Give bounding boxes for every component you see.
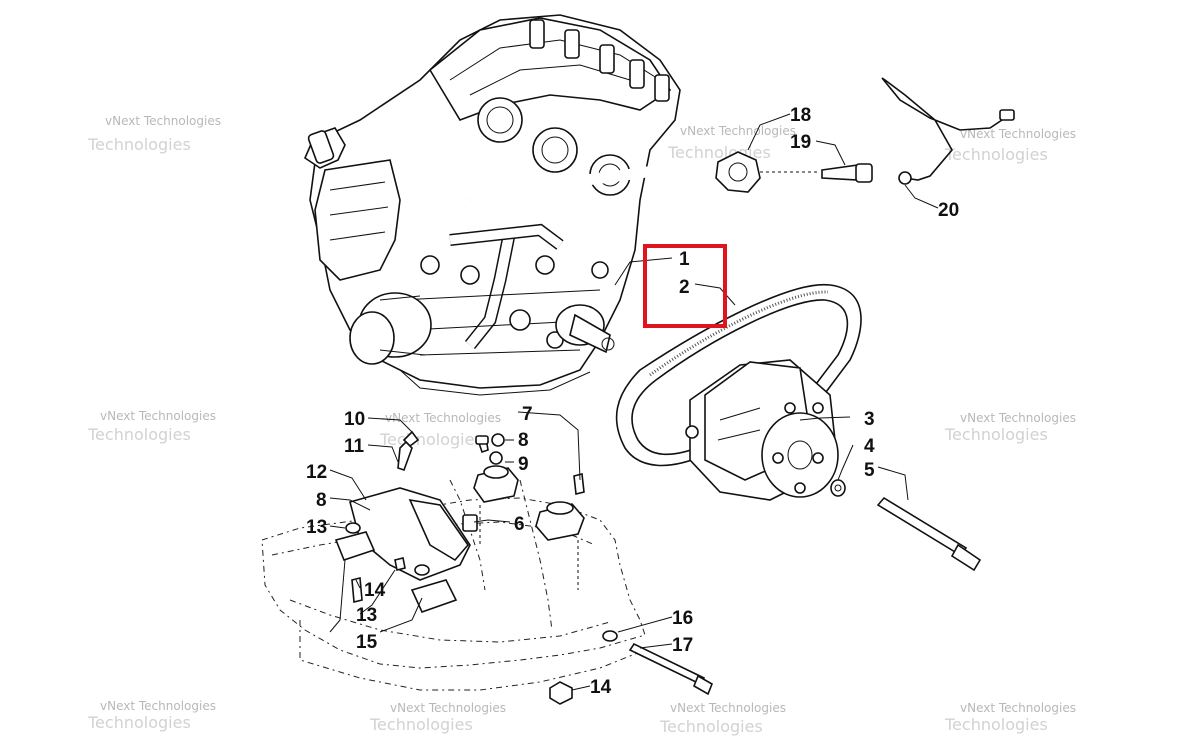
- watermark-text: vNext Technologies: [960, 127, 1076, 141]
- watermark-text: vNext Technologies: [960, 411, 1076, 425]
- frame-nut: [549, 681, 573, 705]
- watermark-bottom-center: vNext Technologies Technologies: [369, 701, 506, 734]
- oil-filter: [349, 292, 432, 365]
- watermark-text: vNext Technologies: [390, 701, 506, 715]
- highlight-box: [643, 244, 727, 328]
- frame-washer: [602, 630, 618, 642]
- watermark-text: Technologies: [87, 425, 191, 444]
- callout-8-upper: 8: [518, 430, 529, 451]
- callout-10: 10: [344, 409, 365, 430]
- callout-14-lower: 14: [590, 677, 612, 698]
- callout-18: 18: [790, 105, 811, 126]
- engine-bracket: [349, 487, 478, 581]
- watermark-text: vNext Technologies: [100, 409, 216, 423]
- callout-20: 20: [938, 200, 959, 221]
- bracket-stud: [351, 576, 363, 604]
- watermark-bottom-left: vNext Technologies Technologies: [87, 699, 216, 732]
- watermark-text: vNext Technologies: [100, 699, 216, 713]
- chassis-frame: [261, 479, 646, 691]
- watermark-text: Technologies: [944, 145, 1048, 164]
- watermark-text: Technologies: [87, 135, 191, 154]
- callout-19: 19: [790, 132, 811, 153]
- callout-1: 1: [679, 249, 690, 270]
- watermark-mid-left: vNext Technologies Technologies: [87, 409, 216, 444]
- callout-2: 2: [679, 277, 690, 298]
- leader-lines: [329, 113, 939, 691]
- callout-13-upper: 13: [306, 517, 327, 538]
- callout-16: 16: [672, 608, 693, 629]
- crankshaft-stub: [555, 304, 615, 354]
- watermark-text: vNext Technologies: [670, 701, 786, 715]
- watermark-text: vNext Technologies: [385, 411, 501, 425]
- watermark-text: Technologies: [379, 430, 483, 449]
- sensor-plug: [821, 163, 873, 183]
- callout-7: 7: [522, 404, 533, 425]
- watermark-top-right: vNext Technologies Technologies: [944, 127, 1076, 164]
- engine-assembly: [303, 14, 721, 396]
- callout-6: 6: [514, 514, 525, 535]
- watermark-text: Technologies: [369, 715, 473, 734]
- watermark-bottom-mid: vNext Technologies Technologies: [659, 701, 786, 736]
- bracket-pad-upper: [334, 522, 376, 561]
- mount-bolt: [475, 435, 489, 454]
- engine-mount-rear: [535, 473, 585, 541]
- watermark-top-left: vNext Technologies Technologies: [87, 114, 221, 154]
- callout-4: 4: [864, 436, 875, 457]
- clutch-washer: [830, 479, 846, 497]
- spark-plug-posts: [529, 19, 670, 102]
- temperature-sensor-housing: [715, 151, 820, 193]
- watermark-mid-right: vNext Technologies Technologies: [944, 411, 1076, 444]
- watermark-text: vNext Technologies: [960, 701, 1076, 715]
- watermark-text: Technologies: [944, 425, 1048, 444]
- watermark-bottom-right: vNext Technologies Technologies: [944, 701, 1076, 734]
- sensor-harness: [881, 77, 1015, 185]
- watermark-text: vNext Technologies: [680, 124, 796, 138]
- callout-17: 17: [672, 635, 693, 656]
- frame-bolt: [628, 642, 714, 696]
- engine-mount-front: [473, 451, 519, 503]
- mount-washer: [491, 433, 505, 447]
- callout-9: 9: [518, 454, 529, 475]
- callout-3: 3: [864, 409, 875, 430]
- watermark-text: vNext Technologies: [105, 114, 221, 128]
- callout-5: 5: [864, 460, 875, 481]
- watermark-text: Technologies: [944, 715, 1048, 734]
- bracket-bolt: [397, 430, 420, 472]
- callout-11: 11: [344, 436, 365, 457]
- callout-labels: 1 2 3 4 5 6 7 8 8 9 10 11 12 13 13 14 14…: [306, 105, 959, 698]
- watermark-text: Technologies: [87, 713, 191, 732]
- clutch-bolt: [876, 496, 982, 572]
- callout-15: 15: [356, 632, 378, 653]
- watermark-text: Technologies: [659, 717, 763, 736]
- bracket-nut: [394, 557, 406, 571]
- callout-8-lower: 8: [316, 490, 327, 511]
- callout-14-upper: 14: [364, 580, 386, 601]
- drive-clutch: [685, 359, 839, 501]
- callout-13-lower: 13: [356, 605, 377, 626]
- callout-12: 12: [306, 462, 327, 483]
